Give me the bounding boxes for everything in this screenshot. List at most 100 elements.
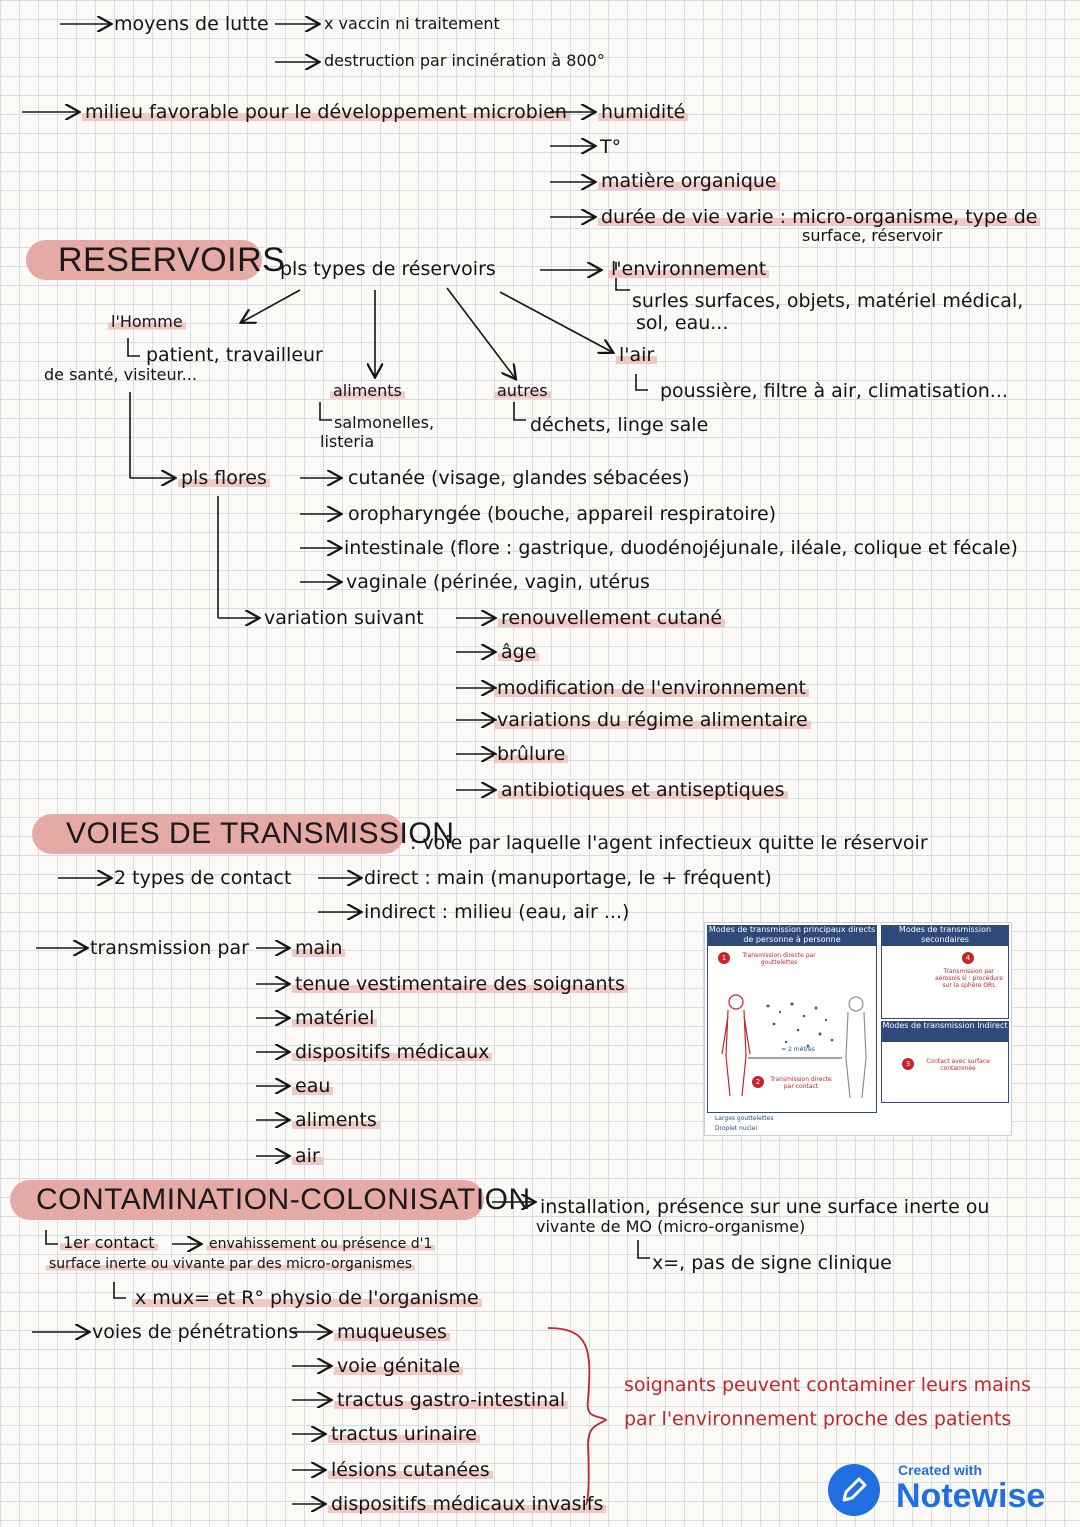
tm-tenue: tenue vestimentaire des soignants [292, 973, 628, 995]
reservoirs-heading-bg [26, 240, 262, 280]
voies-heading: VOIES DE TRANSMISSION [66, 817, 455, 850]
tm-materiel: matériel [292, 1007, 378, 1029]
transmission-air: air [292, 1145, 323, 1167]
pen-muqueuses: muqueuses [334, 1321, 450, 1343]
matiere-organique: matière organique [598, 170, 780, 192]
notewise-name: Notewise [896, 1477, 1046, 1515]
homme-detail: patient, travailleur [146, 344, 323, 366]
figure-number-2: 2 [752, 1076, 764, 1088]
tm-aliments: aliments [292, 1109, 380, 1131]
environnement: l'environnement [608, 258, 770, 280]
env-detail-2: sol, eau... [636, 312, 729, 334]
environnement-label: l'environnement [608, 258, 770, 280]
moyens-de-lutte: moyens de lutte [114, 13, 269, 35]
figure-label-droplets: Transmission directe par gouttelettes [742, 952, 816, 966]
voies-heading-bg [32, 814, 404, 854]
transmission-figure: Modes de transmission principaux directs… [704, 922, 1012, 1136]
contact-label: 1er contact [60, 1233, 158, 1252]
milieu-label: milieu favorable pour le développement m… [82, 101, 570, 123]
variation-suivant: variation suivant [264, 607, 424, 629]
aliments-label: aliments [330, 381, 405, 400]
soignants-note: soignants peuvent contaminer leurs mains [624, 1374, 1031, 1396]
transmission-par: transmission par [90, 937, 249, 959]
destruction-text: destruction par incinération à 800° [324, 51, 605, 70]
pen-gastro: tractus gastro-intestinal [334, 1389, 569, 1411]
var-antibiotiques: antibiotiques et antiseptiques [498, 779, 788, 801]
tm-air: air [292, 1145, 323, 1167]
figure-label-aerosols: Transmission par aérosols si : procédure… [935, 968, 1003, 989]
figure-people-illustration [721, 994, 867, 1099]
pls-flores: pls flores [178, 467, 270, 489]
multiplication: x mux= et R° physio de l'organisme [132, 1287, 482, 1309]
multi-label: x mux= et R° physio de l'organisme [132, 1287, 482, 1309]
penetration-genitale: voie génitale [334, 1355, 464, 1377]
vaccin-text: x vaccin ni traitement [324, 14, 500, 33]
homme-detail-2: de santé, visiteur... [44, 365, 197, 384]
figure-secondary-area: 4 Transmission par aérosols si : procédu… [881, 945, 1009, 1019]
aliments-detail-2: listeria [320, 432, 375, 451]
humidite-label: humidité [598, 101, 689, 123]
temperature: T° [600, 136, 622, 158]
types-de-contact: 2 types de contact [114, 867, 292, 889]
transmission-tenue: tenue vestimentaire des soignants [292, 973, 628, 995]
var4-label: variations du régime alimentaire [494, 709, 811, 731]
penetration-lesions: lésions cutanées [328, 1459, 493, 1481]
installation-text-2: vivante de MO (micro-organisme) [536, 1217, 806, 1236]
transmission-dispositifs: dispositifs médicaux [292, 1041, 493, 1063]
figure-panel-secondary: Modes de transmission secondaires [881, 925, 1009, 945]
var5-label: brûlure [494, 743, 569, 765]
envahissement: envahissement ou présence d'1 [206, 1236, 436, 1252]
contamination-heading: CONTAMINATION-COLONISATION [36, 1183, 531, 1216]
pen-dispositifs: dispositifs médicaux invasifs [328, 1493, 607, 1515]
tm-dispositifs: dispositifs médicaux [292, 1041, 493, 1063]
homme-label: l'Homme [108, 312, 186, 331]
soignants-note-2: par l'environnement proche des patients [624, 1408, 1012, 1430]
tm-eau: eau [292, 1075, 334, 1097]
flore-cutanee: cutanée (visage, glandes sébacées) [348, 467, 690, 489]
penetration-urinaire: tractus urinaire [328, 1423, 480, 1445]
penetration-muqueuses: muqueuses [334, 1321, 450, 1343]
var-age: âge [498, 641, 540, 663]
flore-oropharyngee: oropharyngée (bouche, appareil respirato… [348, 503, 777, 525]
figure-distance: ≈ 2 mètres [781, 1046, 815, 1053]
autres: autres [494, 381, 551, 400]
pen-urinaire: tractus urinaire [328, 1423, 480, 1445]
figure-indirect-area: 3 Contact avec surface contaminée [881, 1041, 1009, 1103]
pen-lesions: lésions cutanées [328, 1459, 493, 1481]
air-detail: poussière, filtre à air, climatisation..… [660, 380, 1008, 402]
notewise-pencil-icon [828, 1464, 880, 1516]
var-regime: variations du régime alimentaire [494, 709, 811, 731]
penetration-dispositifs: dispositifs médicaux invasifs [328, 1493, 607, 1515]
matiere-label: matière organique [598, 170, 780, 192]
tm-main: main [292, 937, 346, 959]
penetration-gastro: tractus gastro-intestinal [334, 1389, 569, 1411]
figure-number-4: 4 [962, 952, 974, 964]
figure-label-contact: Transmission directe par contact [770, 1076, 832, 1090]
autres-detail: déchets, linge sale [530, 414, 709, 436]
figure-panel-direct: Modes de transmission principaux directs… [707, 925, 877, 945]
transmission-materiel: matériel [292, 1007, 378, 1029]
var-renouvellement: renouvellement cutané [498, 607, 726, 629]
installation-text: installation, présence sur une surface i… [540, 1196, 990, 1218]
flore-intestinale: intestinale (flore : gastrique, duodénoj… [344, 537, 1018, 559]
aliments-detail: salmonelles, [334, 413, 435, 432]
figure-direct-area: 1 Transmission directe par gouttelettes … [707, 945, 877, 1113]
env-detail: surles surfaces, objets, matériel médica… [632, 290, 1024, 312]
figure-legend-large: Larges gouttelettes [715, 1115, 774, 1122]
reservoir-types: pls types de réservoirs [280, 258, 496, 280]
autres-label: autres [494, 381, 551, 400]
no-clinical-sign: x=, pas de signe clinique [652, 1252, 892, 1274]
var2-label: âge [498, 641, 540, 663]
humidite: humidité [598, 101, 689, 123]
premier-contact: 1er contact [60, 1233, 158, 1252]
contact-direct: direct : main (manuportage, le + fréquen… [364, 867, 772, 889]
flores-label: pls flores [178, 467, 270, 489]
air-label: l'air [616, 344, 658, 366]
figure-legend-nuclei: Droplet nuclei [715, 1125, 757, 1132]
air-reservoir: l'air [616, 344, 658, 366]
duree-label: durée de vie varie : micro-organisme, ty… [598, 206, 1041, 228]
created-with-label: Created with [898, 1462, 983, 1478]
pen-genitale: voie génitale [334, 1355, 464, 1377]
figure-number-3: 3 [902, 1058, 914, 1070]
